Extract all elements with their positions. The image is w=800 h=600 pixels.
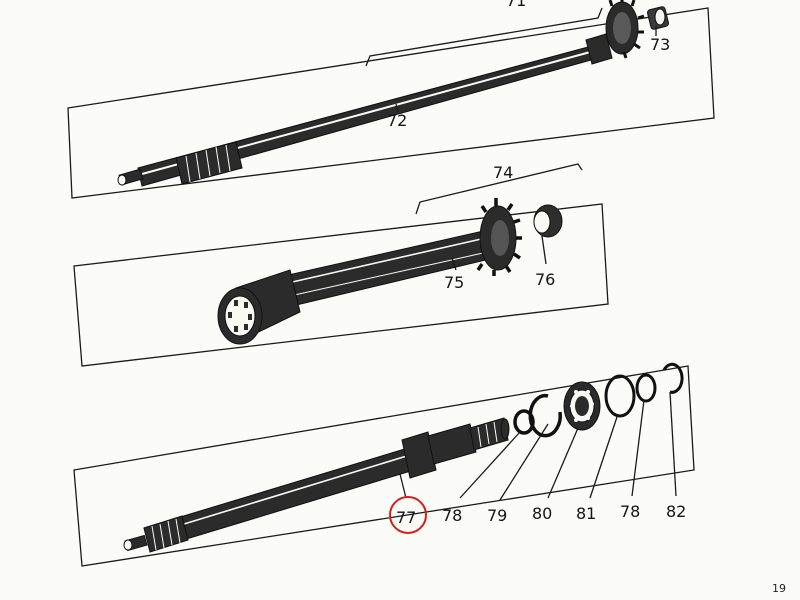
- circlip-79: [528, 393, 562, 438]
- washer-78-second: [635, 373, 657, 403]
- leader-75: [451, 257, 457, 271]
- part-label-73: 73: [650, 35, 670, 54]
- group-label-71: 71: [506, 0, 526, 10]
- bush-76: [533, 204, 563, 265]
- main-shaft-72: [117, 0, 645, 187]
- washer-78: [513, 409, 535, 435]
- panel-2-frame: [73, 203, 609, 367]
- circlip-82: [662, 362, 684, 394]
- leader-lines-panel-3: [399, 391, 677, 501]
- bush-73: [646, 6, 670, 36]
- part-label-72: 72: [387, 111, 407, 130]
- highlight-circle-77: [389, 496, 427, 534]
- ring-81: [604, 374, 636, 418]
- panel-1-frame: [67, 7, 715, 199]
- part-label-79: 79: [487, 506, 507, 525]
- part-label-78: 78: [442, 506, 462, 525]
- part-label-80: 80: [532, 504, 552, 523]
- panel-shaft-77: 77 78 79 80 81 78 82: [73, 362, 695, 567]
- part-label-81: 81: [576, 504, 596, 523]
- part-label-77: 77: [396, 508, 416, 527]
- part-label-76: 76: [535, 270, 555, 289]
- leader-72: [395, 103, 399, 113]
- part-label-78-second: 78: [620, 502, 640, 521]
- gear-71: [605, 0, 645, 59]
- bearing-80: [563, 381, 601, 431]
- gear-74: [476, 198, 522, 276]
- panel-shaft-71: 71: [67, 0, 715, 199]
- shaft-77: [123, 417, 510, 553]
- panel-3-frame: [73, 365, 695, 567]
- part-label-82: 82: [666, 502, 686, 521]
- group-label-74: 74: [493, 163, 513, 182]
- panel-sleeve-74: 74: [73, 163, 609, 367]
- sleeve-shaft-75: [217, 198, 522, 345]
- part-label-75: 75: [444, 273, 464, 292]
- group-bracket-74: [415, 163, 583, 215]
- page-number: 19: [772, 582, 786, 595]
- group-bracket-71: [365, 7, 603, 67]
